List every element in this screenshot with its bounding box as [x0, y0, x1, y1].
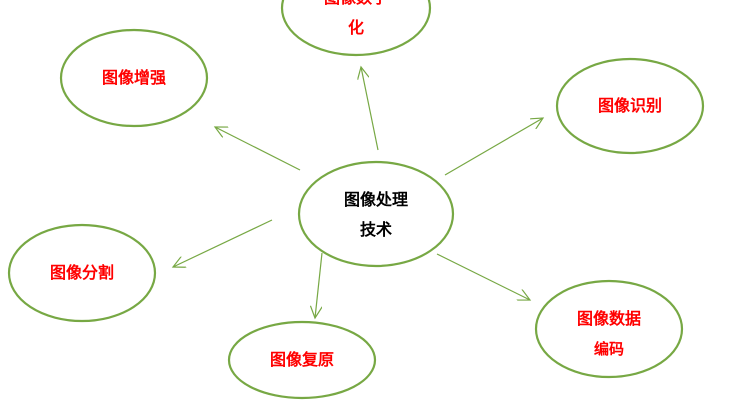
center-label: 图像处理 技术: [276, 185, 476, 245]
node-encode-line2: 编码: [593, 340, 624, 358]
arrow-to-restore: [315, 252, 323, 318]
node-segment-ellipse: [7, 223, 157, 323]
node-digitize-line2: 化: [347, 18, 364, 37]
center-line2: 技术: [359, 220, 392, 239]
arrow-to-digitize: [361, 67, 379, 151]
node-digitize-line1: 图像数字: [256, 0, 456, 13]
node-enhance-label: 图像增强: [101, 68, 166, 87]
arrow-to-encode: [436, 253, 530, 300]
node-recognize-ellipse: [555, 57, 705, 155]
node-segment-label: 图像分割: [49, 263, 114, 282]
node-enhance-ellipse: [59, 28, 209, 128]
center-line1: 图像处理: [343, 190, 408, 209]
node-restore-ellipse: [227, 320, 377, 400]
node-encode-label: 图像数据 编码: [509, 304, 709, 364]
node-encode-ellipse: [534, 279, 684, 379]
arrow-to-enhance: [215, 127, 301, 171]
node-recognize-label: 图像识别: [597, 96, 662, 115]
node-restore-label: 图像复原: [269, 350, 334, 369]
arrow-to-segment: [173, 219, 273, 267]
center-ellipse: [297, 160, 455, 268]
node-digitize-ellipse: [280, 0, 432, 57]
node-digitize-label: 图像数字 化: [256, 0, 456, 43]
node-encode-line1: 图像数据: [576, 309, 641, 328]
arrow-to-recognize: [444, 118, 543, 176]
